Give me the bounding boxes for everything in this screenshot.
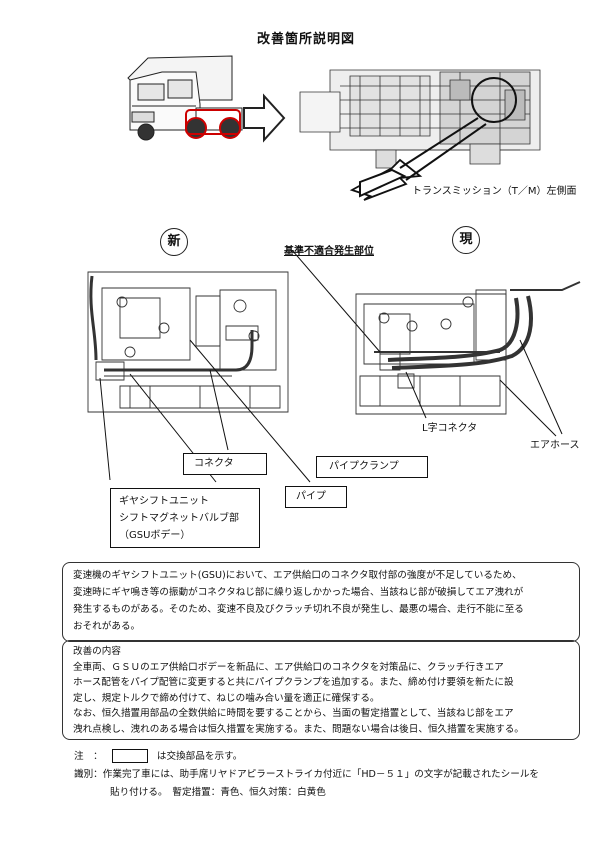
improvement-line: 定し、規定トルクで締め付けて、ねじの噛み合い量を適正に確保する。 [73, 692, 380, 704]
current-label: 現 [452, 226, 480, 254]
new-config-drawing [88, 272, 288, 412]
pipe-clamp-callout: パイプクランプ [316, 456, 428, 478]
detail-diagrams [0, 250, 612, 550]
ident-line2: 貼り付ける。 暫定措置：青色、恒久対策：白黄色 [110, 787, 326, 798]
gsu-line2: シフトマグネットバルブ部 [119, 513, 239, 524]
ident-line1: 作業完了車には、助手席リヤドアピラーストライカ付近に「HD－５１」の文字が記載さ… [102, 769, 540, 780]
nonconformity-label: 基準不適合発生部位 [284, 246, 374, 257]
pipe-callout: パイプ [285, 486, 347, 508]
gsu-callout: ギヤシフトユニット シフトマグネットバルブ部 （GSUボデー） [110, 488, 260, 548]
gsu-highlight-circle [472, 78, 516, 122]
gsu-line1: ギヤシフトユニット [119, 496, 209, 507]
improvement-line: ホース配管をパイプ配管に変更すると共にパイプクランプを追加する。また、締め付け要… [73, 677, 514, 688]
page-title: 改善箇所説明図 [256, 32, 355, 47]
l-connector-label: L字コネクタ [422, 423, 478, 434]
current-config-drawing [356, 282, 580, 414]
arrow-icon [244, 96, 284, 140]
new-label: 新 [160, 228, 188, 256]
replacement-part-swatch [111, 749, 148, 763]
defect-line: 変速機のギヤシフトユニット(GSU)において、エア供給口のコネクタ取付部の強度が… [73, 570, 522, 581]
improvement-panel: 改善の内容 全車両、ＧＳＵのエア供給口ボデーを新品に、エア供給口のコネクタを対策… [62, 640, 580, 740]
identification-row: 識別：作業完了車には、助手席リヤドアピラーストライカ付近に「HD－５１」の文字が… [74, 766, 539, 783]
note-row: 注 ： は交換部品を示す。 [74, 748, 242, 765]
leader-lines [100, 250, 562, 482]
improvement-line: 全車両、ＧＳＵのエア供給口ボデーを新品に、エア供給口のコネクタを対策品に、クラッ… [73, 661, 504, 673]
note-text: は交換部品を示す。 [156, 751, 243, 762]
tm-caption: トランスミッション（T／M）左側面 [412, 186, 577, 197]
gsu-line3: （GSUボデー） [119, 530, 191, 541]
defect-line: 変速時にギヤ鳴き等の振動がコネクタねじ部に繰り返しかかった場合、当該ねじ部が破損… [73, 587, 524, 598]
defect-panel: 変速機のギヤシフトユニット(GSU)において、エア供給口のコネクタ取付部の強度が… [62, 562, 580, 642]
defect-line: おそれがある。 [73, 621, 141, 632]
connector-callout: コネクタ [183, 453, 267, 475]
truck-illustration [128, 56, 242, 140]
improvement-line: 洩れ点検し、洩れのある場合は恒久措置を実施する。また、問題ない場合は後日、恒久措… [73, 723, 524, 735]
note-prefix: 注 ： [74, 751, 103, 762]
air-hose-label: エアホース [530, 440, 580, 451]
top-illustrations [0, 0, 612, 230]
defect-line: 発生するものがある。そのため、変速不良及びクラッチ切れ不良が発生し、最悪の場合、… [73, 604, 524, 615]
ident-prefix: 識別： [74, 769, 103, 780]
improvement-heading: 改善の内容 [73, 646, 121, 657]
improvement-line: なお、恒久措置用部品の全数供給に時間を要することから、当面の暫定措置として、当該… [73, 708, 514, 719]
